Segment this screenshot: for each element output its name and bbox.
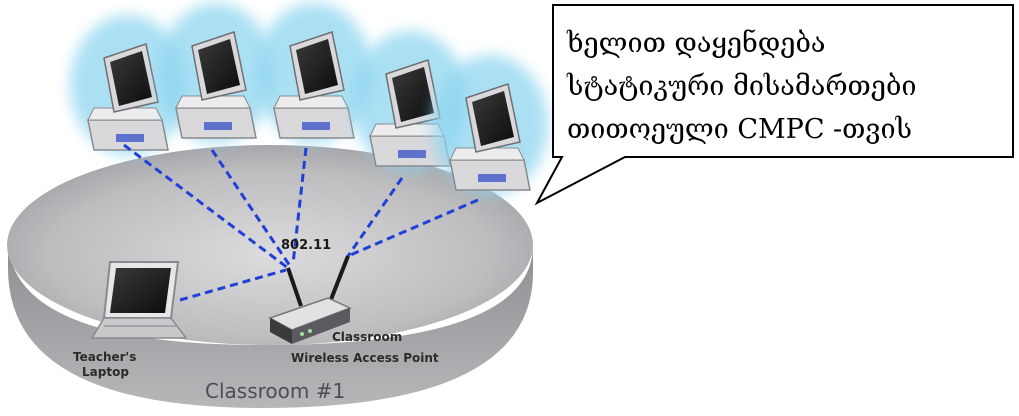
callout-line-3: თითოეული CMPC -თვის (567, 114, 912, 145)
wireless-links (123, 143, 479, 302)
wireless-link-2 (210, 149, 292, 267)
teacher-label-line1: Teacher's (73, 350, 136, 364)
wireless-link-6 (179, 268, 287, 302)
room-label: Classroom #1 (205, 379, 345, 403)
student-device-3 (256, 3, 372, 143)
student-device-1 (70, 15, 186, 155)
student-device-2 (158, 3, 274, 143)
access-point-label-line1: Classroom (332, 330, 402, 344)
wireless-link-1 (123, 143, 289, 270)
access-point-label-line2: Wireless Access Point (291, 351, 439, 365)
callout-text: ხელით დაყენდება სტატიკური მისამართები თი… (567, 22, 1007, 151)
wireless-link-3 (291, 147, 308, 265)
teacher-label-line2: Laptop (82, 365, 129, 379)
wireless-link-4 (346, 177, 404, 257)
protocol-label: 802.11 (281, 238, 331, 253)
callout-line-1: ხელით დაყენდება (567, 28, 826, 59)
wireless-access-point (268, 255, 352, 344)
teacher-laptop (90, 261, 188, 339)
callout-bubble (534, 4, 1014, 206)
student-devices (70, 3, 548, 195)
callout-line-2: სტატიკური მისამართები (567, 71, 917, 102)
student-device-5 (432, 55, 548, 195)
wireless-link-5 (347, 198, 479, 258)
